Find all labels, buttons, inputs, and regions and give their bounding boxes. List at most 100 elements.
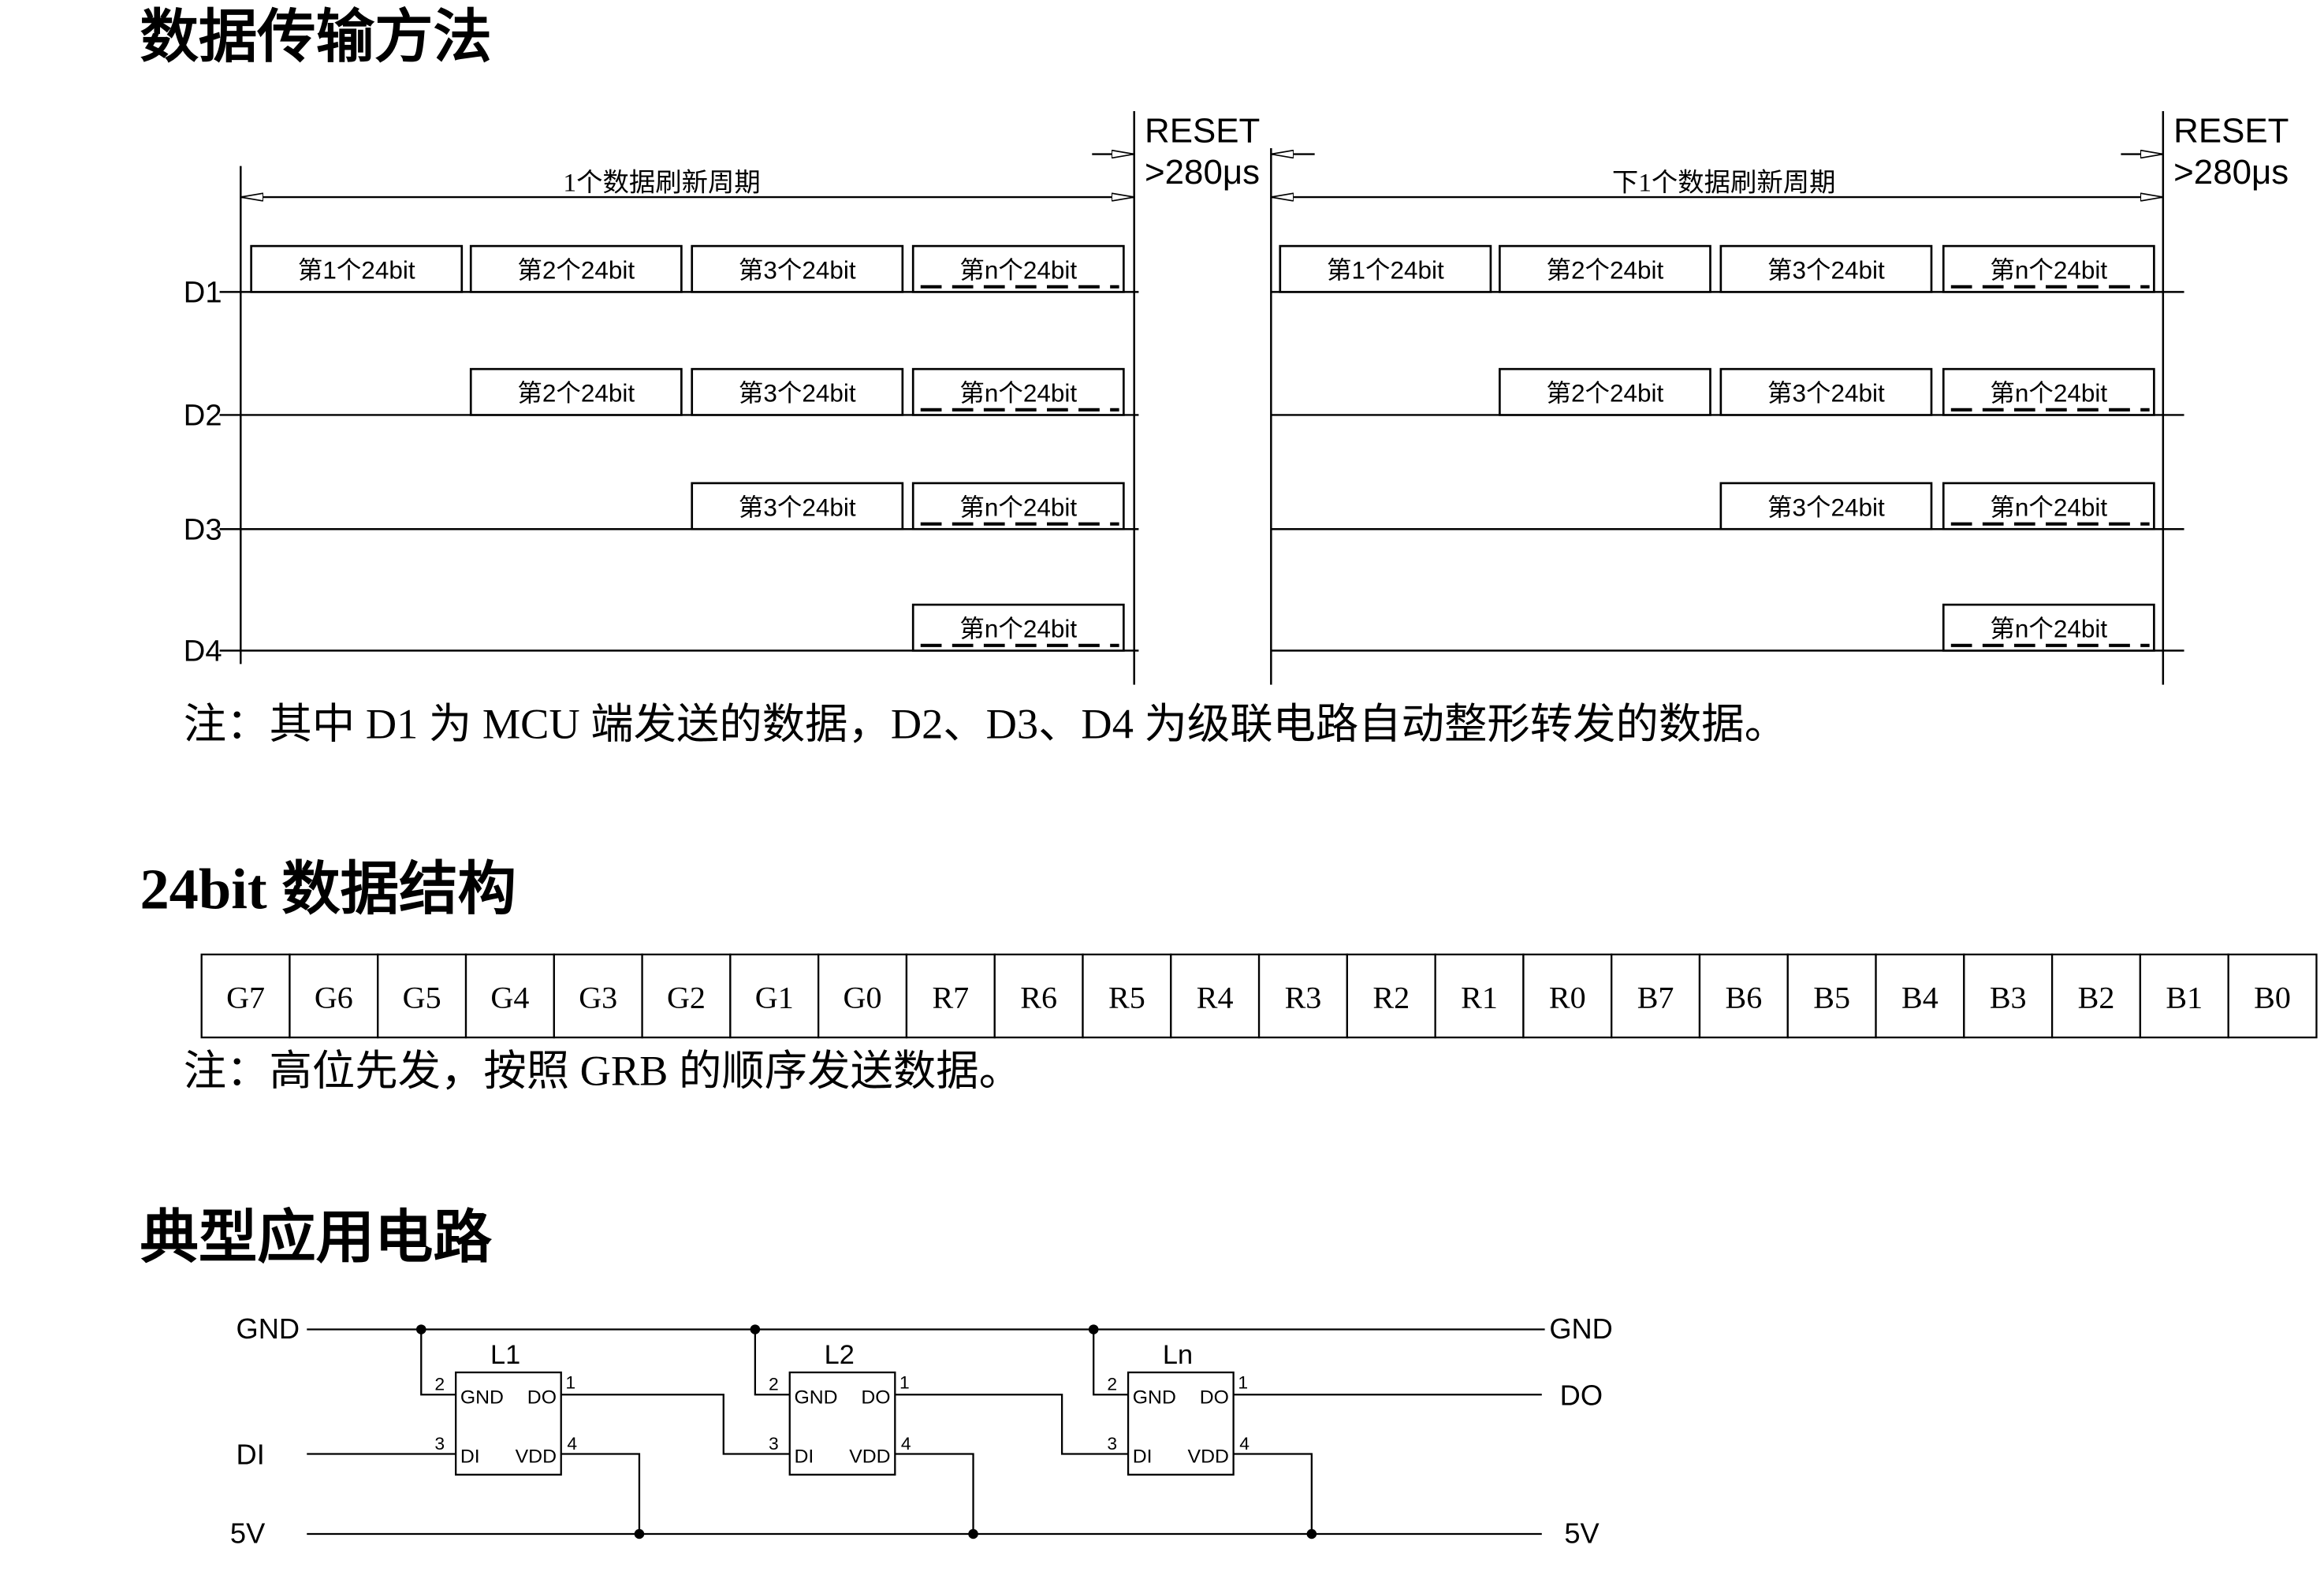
data-frame-label: 第2个24bit [517,380,635,408]
chip-body [788,1371,896,1476]
data-frame-box: 第n个24bit [911,244,1125,293]
signal-label: D2 [184,400,222,433]
bit-cell-border [1963,953,2054,1039]
data-frame-label: 第1个24bit [298,257,415,285]
data-frame-box: 第n个24bit [911,367,1125,416]
data-frame-box: 第2个24bit [469,244,683,293]
pin-number-vdd: 4 [567,1433,577,1454]
bit-cell-label: R3 [1285,981,1322,1015]
pin-number-do: 1 [565,1372,575,1393]
power-rail-label: 5V [1564,1517,1599,1550]
bit-cell-border [1611,953,1701,1039]
bit-cell-r1: R1 [1434,953,1525,1039]
period-label: 下1个数据刷新周期 [1612,169,1836,198]
bit-cell-label: R0 [1549,981,1586,1015]
pin-number-gnd: 2 [769,1374,779,1394]
data-frame-box: 第n个24bit [1942,367,2155,416]
data-frame-outline [691,367,904,416]
bit-cell-r3: R3 [1257,953,1348,1039]
reset-label: RESET [1145,113,1260,151]
gnd-junction [1088,1324,1099,1335]
bit-cell-label: G6 [315,981,353,1015]
data-out-label: DO [1560,1379,1603,1412]
bit-cell-border [905,953,996,1039]
bit-cell-border [200,953,291,1039]
pin-label-do: DO [527,1387,557,1409]
pin-number-do: 1 [899,1372,910,1393]
bit-cell-r5: R5 [1082,953,1172,1039]
bit-cell-label: B2 [2078,981,2115,1015]
pin-number-di: 3 [769,1433,779,1454]
bit-cell-b0: B0 [2227,953,2318,1039]
data-frame-outline [469,367,683,416]
bit-cell-border [1434,953,1525,1039]
signal-label: D3 [184,514,222,547]
bit-cell-border [817,953,908,1039]
bit-cell-label: G4 [490,981,529,1015]
data-frame-box: 第1个24bit [250,244,464,293]
bit-cell-r7: R7 [905,953,996,1039]
data-frame-label: 第n个24bit [959,257,1077,285]
data-frame-box: 第n个24bit [1942,603,2155,652]
bit-cell-border [2227,953,2318,1039]
data-frame-label: 第n个24bit [959,494,1077,522]
bit-cell-g2: G2 [641,953,732,1039]
bit-cell-r0: R0 [1522,953,1613,1039]
bit-cell-r4: R4 [1170,953,1261,1039]
gnd-rail-label: GND [1549,1312,1613,1345]
pin-label-gnd: GND [1133,1387,1176,1409]
bit-cell-label: G0 [844,981,882,1015]
pin-label-gnd: GND [460,1387,504,1409]
vdd-lead [1233,1453,1313,1534]
section-heading-bit-structure: 24bit 数据结构 [140,857,516,921]
bit-cell-label: G2 [667,981,706,1015]
pin-label-vdd: VDD [849,1446,890,1468]
chip-name: Ln [1163,1340,1193,1370]
transfer-note: 注：其中 D1 为 MCU 端发送的数据，D2、D3、D4 为级联电路自动整形转… [184,701,1787,748]
data-frame-box: 第2个24bit [1499,244,1711,293]
bit-cell-border [2050,953,2142,1039]
data-frame-label: 第n个24bit [959,380,1077,408]
data-frame-outline [1942,482,2155,530]
pin-number-di: 3 [434,1433,445,1454]
pin-number-vdd: 4 [1239,1433,1250,1454]
data-frame-outline [250,244,464,293]
power-rail-label: 5V [230,1517,265,1550]
bit-cell-r6: R6 [993,953,1084,1039]
gnd-junction [750,1324,761,1335]
bit-cell-b3: B3 [1963,953,2054,1039]
data-in-label: DI [236,1439,265,1471]
reset-time: >280μs [1145,154,1260,192]
bit-cell-label: B0 [2254,981,2291,1015]
data-frame-box: 第3个24bit [691,482,904,530]
bit-cell-b1: B1 [2139,953,2229,1039]
reset-label: RESET [2173,113,2289,151]
bit-cell-border [993,953,1084,1039]
data-frame-label: 第n个24bit [959,616,1077,643]
vdd-junction [634,1528,645,1539]
pin-label-di: DI [460,1446,480,1468]
data-frame-box: 第n个24bit [1942,482,2155,530]
bit-cell-b6: B6 [1698,953,1789,1039]
pin-label-do: DO [861,1387,890,1409]
bit-cell-border [1786,953,1877,1039]
timing-diagram: 1个数据刷新周期 下1个数据刷新周期 RESET >280μs RESET >2… [184,111,2289,685]
data-frame-label: 第3个24bit [739,257,856,285]
bit-cell-label: B5 [1813,981,1850,1015]
chip-body [1127,1371,1235,1476]
gnd-rail-label: GND [236,1312,300,1345]
gnd-lead [1093,1329,1129,1396]
data-frame-outline [1719,244,1933,293]
bit-cell-border [1346,953,1436,1039]
structure-note: 注：高位先发，按照 GRB 的顺序发送数据。 [184,1048,1022,1095]
data-frame-outline [469,244,683,293]
data-out-lead [561,1394,790,1455]
data-frame-label: 第3个24bit [1767,380,1885,408]
